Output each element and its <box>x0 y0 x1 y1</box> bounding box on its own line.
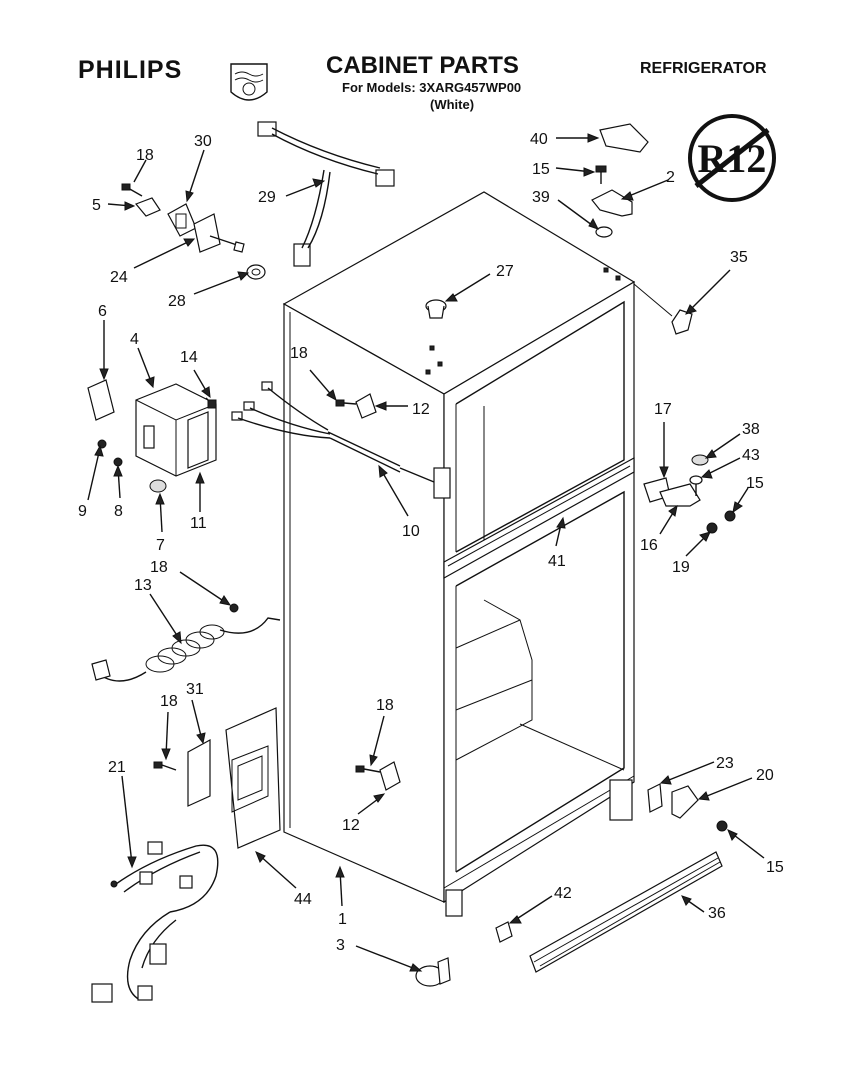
callout-18-lower: 18 <box>376 697 394 714</box>
callout-18-mid: 18 <box>290 345 308 362</box>
clip-part-12-top <box>355 393 377 419</box>
r12-badge-text: R12 <box>698 136 767 181</box>
callout-2: 2 <box>666 169 675 186</box>
leveling-leg-part-3 <box>415 957 451 987</box>
toe-grille-part-36 <box>529 851 723 973</box>
callout-8: 8 <box>114 503 123 520</box>
callout-30: 30 <box>194 133 212 150</box>
callout-15: 15 <box>532 161 550 178</box>
callout-18-left: 18 <box>160 693 178 710</box>
callout-40: 40 <box>530 131 548 148</box>
callout-20: 20 <box>756 767 774 784</box>
front-leg-left <box>445 889 463 917</box>
callout-16: 16 <box>640 537 658 554</box>
callout-3: 3 <box>336 937 345 954</box>
callout-4: 4 <box>130 331 139 348</box>
screw-part-15-bottom <box>716 820 728 832</box>
callout-28: 28 <box>168 293 186 310</box>
screw-part-18-lower <box>355 765 381 773</box>
callout-36: 36 <box>708 905 726 922</box>
callout-19: 19 <box>672 559 690 576</box>
plug-part-35 <box>671 309 693 335</box>
clip-part-42 <box>495 921 513 943</box>
screw-part-15-mid <box>724 510 736 522</box>
callout-27: 27 <box>496 263 514 280</box>
callout-numbers: 40 15 2 39 35 27 29 30 18 5 24 28 6 4 14… <box>78 131 784 954</box>
callout-39: 39 <box>532 189 550 206</box>
screw-part-19 <box>706 522 718 534</box>
relay-cover-part-4 <box>135 383 217 477</box>
callout-11: 11 <box>190 515 207 532</box>
callout-7: 7 <box>156 537 165 554</box>
callout-12-top: 12 <box>412 401 430 418</box>
relay-part-6 <box>87 379 115 421</box>
top-hinge-part-2 <box>591 189 633 217</box>
product-name: REFRIGERATOR <box>640 60 767 77</box>
models-line: For Models: 3XARG457WP00 <box>342 80 522 95</box>
hinge-cover-part-40 <box>599 123 649 153</box>
grommet-part-7 <box>149 479 167 493</box>
gasket-part-30 <box>167 203 197 237</box>
callout-44: 44 <box>294 891 312 908</box>
washer-part-38 <box>691 454 709 466</box>
wire-harness-part-21 <box>91 841 219 1003</box>
callout-35: 35 <box>730 249 748 266</box>
callout-42: 42 <box>554 885 572 902</box>
color-line: (White) <box>430 97 475 112</box>
brand-logo-text: PHILIPS <box>78 56 183 84</box>
callout-41: 41 <box>548 553 566 570</box>
callout-6: 6 <box>98 303 107 320</box>
callout-9: 9 <box>78 503 87 520</box>
leader-lines <box>87 133 765 972</box>
hinge-part-23 <box>647 783 663 813</box>
screw-part-14 <box>205 397 217 409</box>
cover-part-31 <box>187 738 211 807</box>
callout-13: 13 <box>134 577 152 594</box>
callout-14: 14 <box>180 349 198 366</box>
callout-15-bottom: 15 <box>766 859 784 876</box>
r12-badge-icon: R12 <box>688 114 776 202</box>
callout-18: 18 <box>136 147 154 164</box>
callout-15-mid: 15 <box>746 475 764 492</box>
pin-part-43 <box>689 475 703 496</box>
power-cord-part-13 <box>91 603 281 682</box>
cabinet-bottom-edge <box>443 775 635 889</box>
diagram-title: CABINET PARTS <box>326 52 519 79</box>
clip-part-12-lower <box>379 761 401 791</box>
thermostat-part-24 <box>193 213 245 253</box>
mounting-plate-part-44 <box>225 707 281 849</box>
plug-button-part-27 <box>425 299 447 319</box>
wire-harness-part-10 <box>231 381 451 499</box>
screw-part-18-top <box>121 183 143 197</box>
nut-part-28 <box>246 264 266 280</box>
screw-part-15-top <box>595 165 607 184</box>
callout-17: 17 <box>654 401 672 418</box>
callout-43: 43 <box>742 447 760 464</box>
callout-1: 1 <box>338 911 347 928</box>
bottom-hinge-part-20 <box>671 785 699 819</box>
callout-38: 38 <box>742 421 760 438</box>
philips-shield-icon <box>230 63 268 101</box>
shim-part-39 <box>595 226 613 238</box>
bracket-part-5 <box>134 197 161 217</box>
callout-10: 10 <box>402 523 420 540</box>
callout-31: 31 <box>186 681 204 698</box>
wire-harness-part-29 <box>257 121 395 267</box>
callout-5: 5 <box>92 197 101 214</box>
callout-21: 21 <box>108 759 126 776</box>
hinge-bracket-part-16 <box>659 483 701 507</box>
callout-12-lower: 12 <box>342 817 360 834</box>
callout-18-cord: 18 <box>150 559 168 576</box>
callout-24: 24 <box>110 269 128 286</box>
screw-part-18-left <box>153 761 177 771</box>
cabinet-body <box>282 191 636 904</box>
screw-part-18-mid <box>335 399 357 407</box>
mullion-part-41 <box>443 456 635 580</box>
front-leg-right <box>609 779 633 821</box>
callout-29: 29 <box>258 189 276 206</box>
callout-23: 23 <box>716 755 734 772</box>
